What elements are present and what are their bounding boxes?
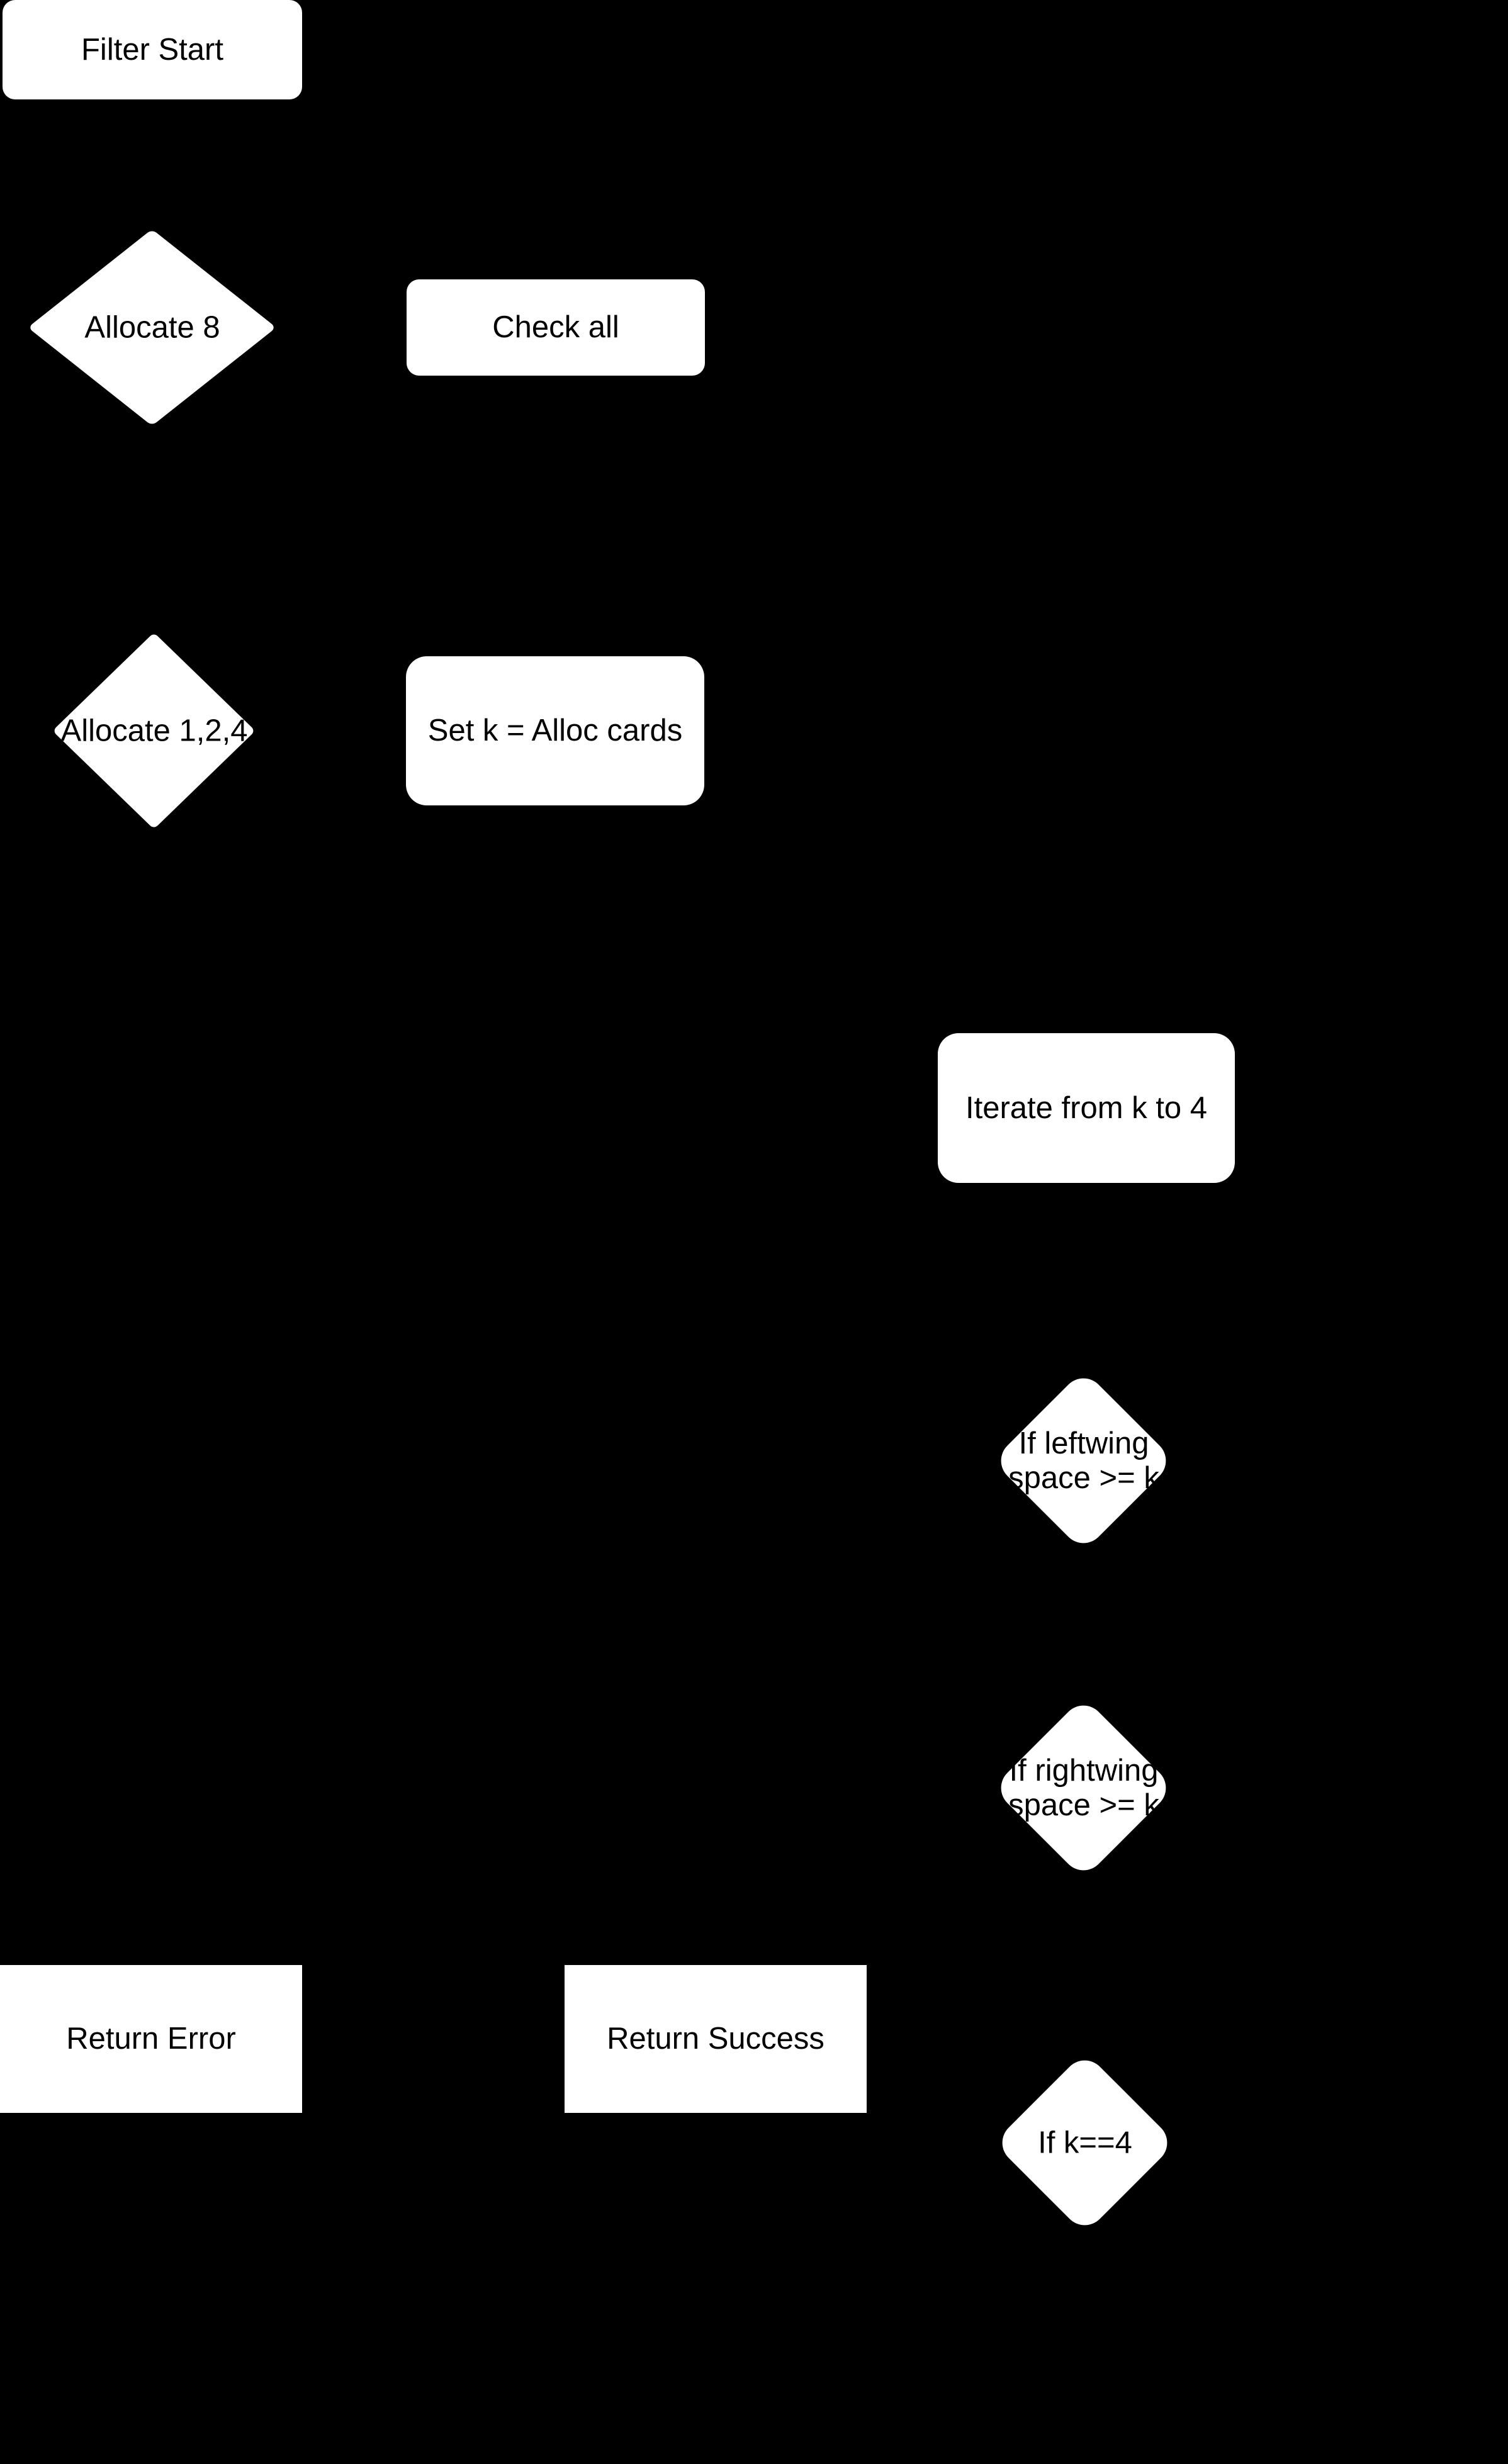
node-if-k4-label: If k==4 xyxy=(1038,2125,1132,2160)
node-check-all: Check all xyxy=(407,279,705,376)
node-if-leftwing: If leftwing space >= k xyxy=(992,1369,1175,1552)
label-line-2: space >= k xyxy=(1008,1788,1159,1822)
node-if-rightwing: If rightwing space >= k xyxy=(992,1696,1175,1879)
node-allocate-124: Allocate 1,2,4 xyxy=(52,632,256,829)
node-return-success: Return Success xyxy=(565,1965,867,2113)
node-filter-start: Filter Start xyxy=(3,0,302,99)
label-line-1: If leftwing xyxy=(1018,1426,1149,1460)
node-set-k-label: Set k = Alloc cards xyxy=(427,714,683,748)
label-line-1: If rightwing xyxy=(1009,1754,1159,1788)
node-if-k4: If k==4 xyxy=(993,2051,1176,2234)
node-if-rightwing-label: If rightwing space >= k xyxy=(1008,1754,1159,1823)
node-return-success-label: Return Success xyxy=(607,2022,824,2056)
node-iterate-label: Iterate from k to 4 xyxy=(965,1090,1207,1125)
label-line-2: space >= k xyxy=(1008,1461,1159,1495)
node-set-k: Set k = Alloc cards xyxy=(406,656,704,805)
node-return-error-label: Return Error xyxy=(66,2022,236,2056)
node-filter-start-label: Filter Start xyxy=(81,32,223,67)
node-if-leftwing-label: If leftwing space >= k xyxy=(1008,1426,1159,1496)
node-return-error: Return Error xyxy=(0,1965,302,2113)
node-check-all-label: Check all xyxy=(492,310,619,344)
node-iterate: Iterate from k to 4 xyxy=(938,1033,1235,1183)
node-allocate-124-label: Allocate 1,2,4 xyxy=(60,714,248,748)
node-allocate-8: Allocate 8 xyxy=(28,229,276,426)
node-allocate-8-label: Allocate 8 xyxy=(84,310,220,345)
